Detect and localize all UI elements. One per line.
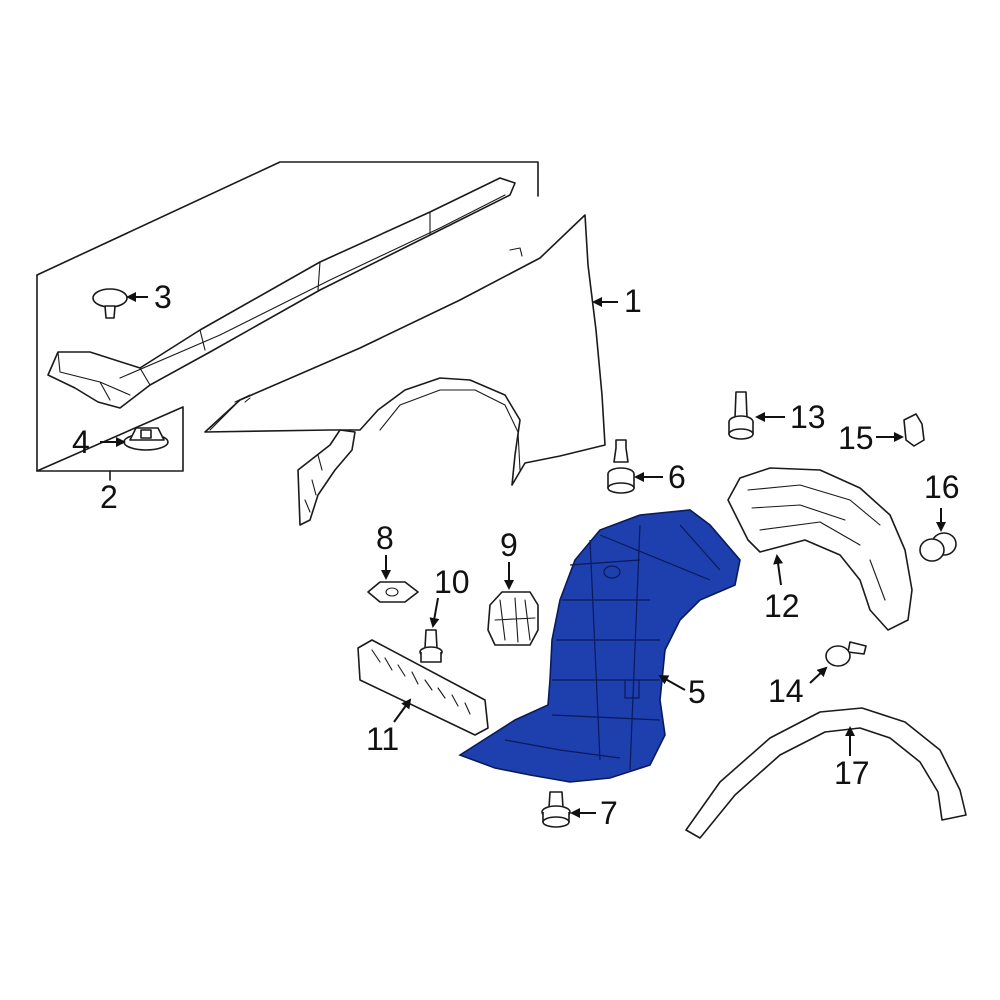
- brace-part-11: [357, 639, 489, 736]
- clip-part-8: [367, 581, 419, 603]
- callout-14: 14: [768, 673, 804, 709]
- callout-1: 1: [624, 283, 642, 319]
- clip-part-13: [728, 391, 754, 440]
- fender-liner-part-5: [458, 509, 741, 783]
- fender-molding-strip: [47, 177, 516, 409]
- callout-7: 7: [600, 795, 618, 831]
- molding-inset-box: [36, 161, 539, 481]
- callout-9: 9: [500, 527, 518, 563]
- bracket-part-9: [487, 591, 539, 646]
- bolt-part-14: [825, 641, 867, 667]
- callout-3: 3: [154, 279, 172, 315]
- nut-part-15: [903, 413, 925, 447]
- clip-part-3: [92, 288, 128, 319]
- callout-4: 4: [72, 424, 90, 460]
- callout-12: 12: [764, 588, 800, 624]
- callout-5: 5: [688, 674, 706, 710]
- retainer-part-4: [123, 427, 169, 451]
- callout-17: 17: [834, 755, 870, 791]
- fender-part-1: [204, 214, 606, 526]
- callout-13: 13: [790, 399, 826, 435]
- callout-8: 8: [376, 520, 394, 556]
- callout-16: 16: [924, 469, 960, 505]
- arch-molding-part-17: [685, 707, 967, 839]
- clip-part-10: [419, 629, 443, 663]
- callout-2: 2: [100, 479, 118, 515]
- callout-labels: 1 2 3 4 5 6 7 8 9 10 11 12 13 14 15 16 1…: [72, 279, 960, 831]
- grommet-part-16: [919, 532, 957, 562]
- callout-arrows: [100, 292, 946, 818]
- rear-liner-part-12: [727, 467, 913, 631]
- clip-part-6: [607, 439, 635, 494]
- callout-6: 6: [668, 459, 686, 495]
- bolt-part-7: [541, 791, 571, 828]
- callout-10: 10: [434, 564, 470, 600]
- callout-11: 11: [366, 721, 399, 757]
- callout-15: 15: [838, 420, 874, 456]
